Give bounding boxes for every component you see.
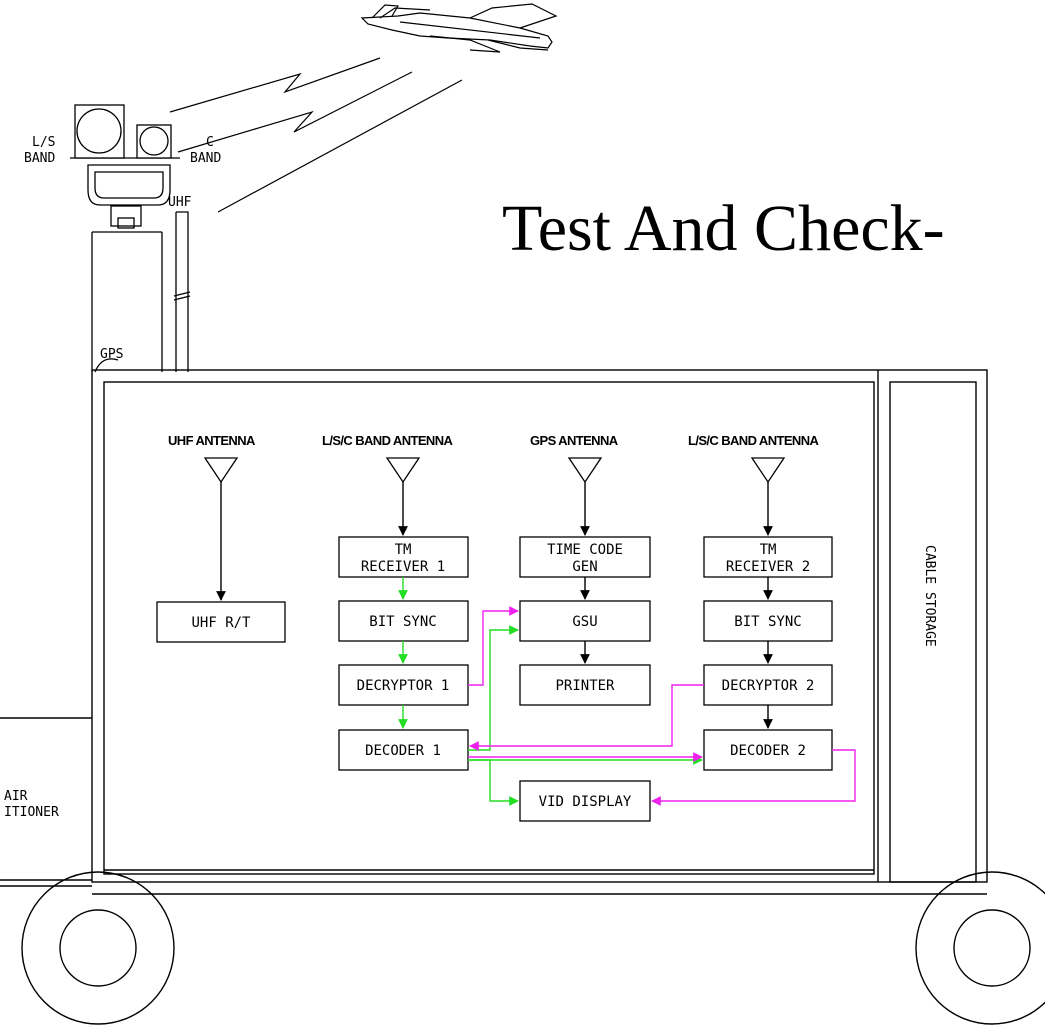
bit-sync-2-block: [703, 600, 833, 642]
bit-sync-1-label: BIT SYNC: [369, 614, 436, 630]
time-code-gen-label: TIME CODE: [547, 542, 623, 558]
uhf-rt-block: [156, 601, 286, 643]
decoder-2-block: [703, 729, 833, 771]
ls-band-label-2: BAND: [24, 151, 55, 166]
antenna-mast: [70, 104, 191, 373]
magenta-connectors: [468, 606, 856, 806]
printer-block: [519, 664, 651, 706]
cable-storage-label: CABLE STORAGE: [922, 545, 937, 647]
vid-display-block: [519, 780, 651, 822]
left-wheel-icon: [21, 871, 175, 1025]
tm-receiver-1-label: TM: [395, 542, 412, 558]
uhf-antenna-label: UHF ANTENNA: [168, 433, 256, 448]
tm-receiver-2-label-2: RECEIVER 2: [726, 559, 810, 575]
cart-body: [0, 369, 988, 895]
decoder-1-label: DECODER 1: [365, 743, 441, 759]
gsu-label: GSU: [572, 614, 597, 630]
tm-receiver-1-label-2: RECEIVER 1: [361, 559, 445, 575]
tm-receiver-2-block: [703, 536, 833, 578]
uhf-mast-label: UHF: [168, 195, 192, 210]
decryptor-2-block: [703, 664, 833, 706]
decoder-2-label: DECODER 2: [730, 743, 806, 759]
cart-wheels: [21, 871, 1045, 1025]
decryptor-1-label: DECRYPTOR 1: [357, 678, 450, 694]
ls-band-label: L/S: [32, 135, 55, 150]
bit-sync-2-label: BIT SYNC: [734, 614, 801, 630]
c-band-label: C: [206, 135, 214, 150]
time-code-gen-label-2: GEN: [572, 559, 597, 575]
decoder-1-block: [338, 729, 469, 771]
c-band-label-2: BAND: [190, 151, 221, 166]
uhf-rt-label: UHF R/T: [191, 615, 251, 631]
uhf-antenna-icon: [203, 457, 239, 484]
page-title: Test And Check-: [502, 192, 945, 265]
bit-sync-1-block: [338, 600, 469, 642]
tm-receiver-2-label: TM: [760, 542, 777, 558]
vid-display-label: VID DISPLAY: [539, 794, 632, 810]
lsc-antenna-2-label: L/S/C BAND ANTENNA: [688, 433, 819, 448]
air-conditioner-label-2: ITIONER: [4, 805, 59, 820]
black-connectors: [216, 482, 773, 729]
air-conditioner-label: AIR: [4, 789, 28, 804]
antenna-symbols: [203, 457, 786, 484]
time-code-gen-block: [519, 536, 651, 578]
right-wheel-icon: [915, 871, 1045, 1025]
radio-links: [169, 57, 463, 213]
lsc-antenna-2-icon: [750, 457, 786, 484]
decryptor-1-block: [338, 664, 469, 706]
lsc-antenna-1-label: L/S/C BAND ANTENNA: [322, 433, 453, 448]
gps-antenna-icon: [567, 457, 603, 484]
gps-antenna-label: GPS ANTENNA: [530, 433, 619, 448]
decryptor-2-label: DECRYPTOR 2: [722, 678, 815, 694]
lsc-antenna-1-icon: [385, 457, 421, 484]
aircraft-icon: [360, 3, 558, 53]
green-connectors: [398, 577, 703, 806]
printer-label: PRINTER: [555, 678, 615, 694]
gps-label: GPS: [100, 347, 123, 362]
